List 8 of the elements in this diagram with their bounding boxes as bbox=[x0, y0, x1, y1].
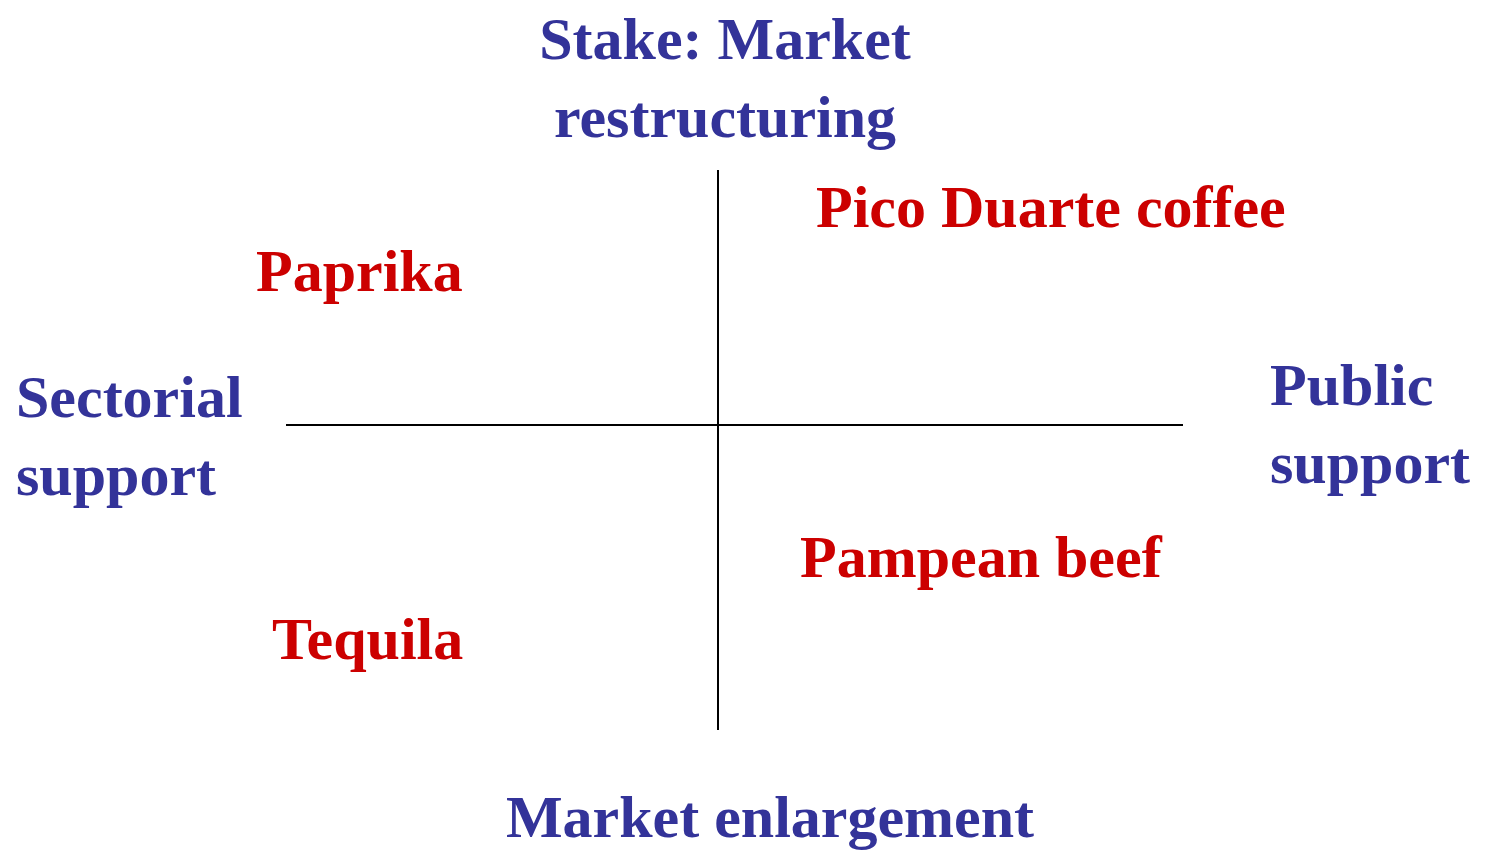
axis-label: Stake: Market restructuring bbox=[538, 5, 912, 152]
quadrant-label: Paprika bbox=[256, 237, 464, 306]
axis-label: Sectorial support bbox=[16, 363, 244, 510]
axis-label: Market enlargement bbox=[504, 783, 1036, 852]
quadrant-label: Pampean beef bbox=[800, 523, 1164, 592]
axis-label: Public support bbox=[1270, 351, 1472, 498]
quadrant-label: Pico Duarte coffee bbox=[816, 173, 1287, 242]
quadrant-label: Tequila bbox=[272, 605, 465, 674]
